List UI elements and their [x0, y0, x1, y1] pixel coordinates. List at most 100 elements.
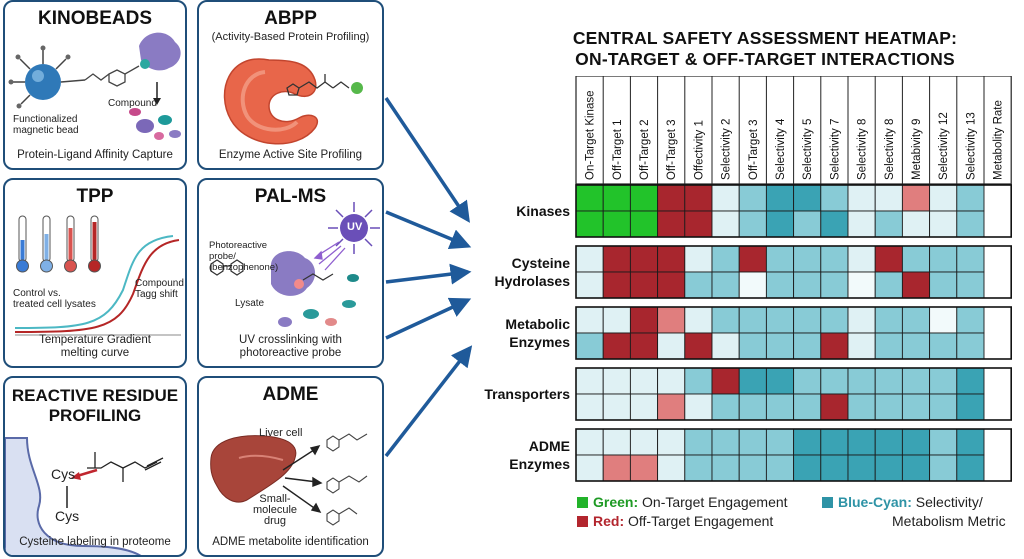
green-swatch	[577, 497, 588, 508]
heatmap-cell	[575, 306, 604, 334]
heatmap-cell	[602, 210, 631, 238]
heatmap-cell	[793, 428, 822, 456]
heatmap-cell	[765, 332, 795, 360]
heatmap-cell	[929, 184, 958, 212]
heatmap-cell	[820, 332, 849, 360]
heatmap-cell	[765, 428, 795, 456]
heatmap-cell	[793, 367, 822, 395]
liver-icon	[210, 435, 297, 503]
kinase-protein-icon	[139, 32, 181, 105]
legend-cyan: Blue-Cyan: Selectivity/	[822, 494, 983, 510]
legend-green: Green: On-Target Engagement	[577, 494, 788, 510]
heatmap-cell	[657, 271, 686, 299]
heatmap-cell	[820, 271, 849, 299]
tpp-card: TPP Compound Tagg shift Control vs. trea…	[3, 178, 187, 368]
heatmap-cell	[575, 454, 604, 482]
legend-green-key: Green:	[593, 494, 639, 510]
adme-card: ADME Liver cell Small- molecule drug ADM…	[197, 376, 384, 557]
tpp-illustration	[14, 215, 181, 336]
benzophenone-probe-icon	[210, 259, 244, 276]
heatmap-cell	[793, 245, 822, 273]
heatmap-cell	[711, 210, 740, 238]
heatmap-cell	[602, 184, 631, 212]
heatmap-cell	[629, 367, 659, 395]
heatmap-cell	[793, 271, 822, 299]
heatmap-cell	[657, 454, 686, 482]
heatmap-cell	[765, 184, 795, 212]
column-label: Off-Target 1	[612, 119, 624, 180]
tpp-title: TPP	[76, 186, 114, 207]
heatmap-cell	[575, 367, 604, 395]
heatmap-cell	[657, 306, 686, 334]
heatmap-cell	[820, 306, 849, 334]
row-group-label: Enzymes	[509, 456, 570, 472]
column-label: Selectivity 7	[829, 119, 841, 180]
column-label: Selectivity 8	[884, 119, 896, 180]
heatmap-cell	[602, 367, 631, 395]
heatmap-cell	[929, 454, 958, 482]
heatmap-cell	[956, 428, 985, 456]
heatmap-cell	[684, 428, 713, 456]
heatmap-cell	[684, 367, 713, 395]
heatmap-cell	[602, 454, 631, 482]
palms-illustration	[210, 202, 380, 327]
heatmap-cell	[901, 367, 931, 395]
heatmap-cell	[847, 306, 876, 334]
heatmap-cell	[765, 393, 795, 421]
heatmap-cell	[602, 393, 631, 421]
heatmap-cell	[847, 393, 876, 421]
heatmap-cell	[738, 245, 767, 273]
uv-label: UV	[347, 221, 363, 233]
heatmap-cell	[684, 245, 713, 273]
heatmap-cell	[602, 306, 631, 334]
melting-curve-chart	[14, 235, 181, 336]
target-protein-icon	[270, 251, 316, 296]
group-border	[575, 306, 1013, 360]
legend-red-text: Off-Target Engagement	[624, 513, 774, 529]
heatmap-cell	[820, 210, 849, 238]
lysate-label: Lysate	[235, 298, 265, 309]
heatmap-cell	[711, 184, 740, 212]
heatmap-cell	[874, 454, 903, 482]
heatmap-cell	[929, 210, 958, 238]
liver-cell-label: Liver cell	[259, 427, 303, 439]
heatmap-cell	[629, 393, 659, 421]
heatmap-cell	[793, 332, 822, 360]
heatmap-cell	[901, 184, 931, 212]
heatmap-cell	[602, 271, 631, 299]
heatmap-cell	[602, 245, 631, 273]
row-group-label: Hydrolases	[495, 273, 571, 289]
column-label: Off-Target 3	[666, 119, 678, 180]
palms-title: PAL-MS	[254, 186, 327, 207]
heatmap-cell	[765, 245, 795, 273]
heatmap-cell	[629, 184, 659, 212]
group-border	[575, 367, 1013, 421]
heatmap-cell	[847, 271, 876, 299]
cys-label-bottom: Cys	[55, 508, 80, 524]
column-label: Selectivity 4	[775, 118, 787, 180]
arrow-palms-1	[385, 210, 472, 249]
heatmap-cell	[765, 306, 795, 334]
heatmap-cell	[657, 245, 686, 273]
reactive-caption: Cysteine labeling in proteome	[19, 536, 171, 548]
heatmap-cell	[847, 332, 876, 360]
heatmap-cell	[629, 271, 659, 299]
cyan-swatch	[822, 497, 833, 508]
heatmap-cell	[738, 306, 767, 334]
column-label: Selectivity 12	[938, 112, 950, 180]
heatmap-cell	[684, 306, 713, 334]
heatmap-cell	[847, 245, 876, 273]
heatmap-cell	[847, 454, 876, 482]
heatmap-cell	[684, 210, 713, 238]
heatmap-cell	[575, 428, 604, 456]
heatmap-cell	[575, 245, 604, 273]
group-border	[575, 245, 1013, 299]
heatmap-title: CENTRAL SAFETY ASSESSMENT HEATMAP: ON-TA…	[572, 28, 958, 69]
kinobeads-title: KINOBEADS	[37, 8, 152, 29]
column-label: Selectivity 13	[965, 112, 977, 180]
heatmap-cell	[820, 454, 849, 482]
heatmap-cell	[901, 306, 931, 334]
legend-green-text: On-Target Engagement	[638, 494, 788, 510]
column-label: Selectivity 5	[802, 119, 814, 180]
